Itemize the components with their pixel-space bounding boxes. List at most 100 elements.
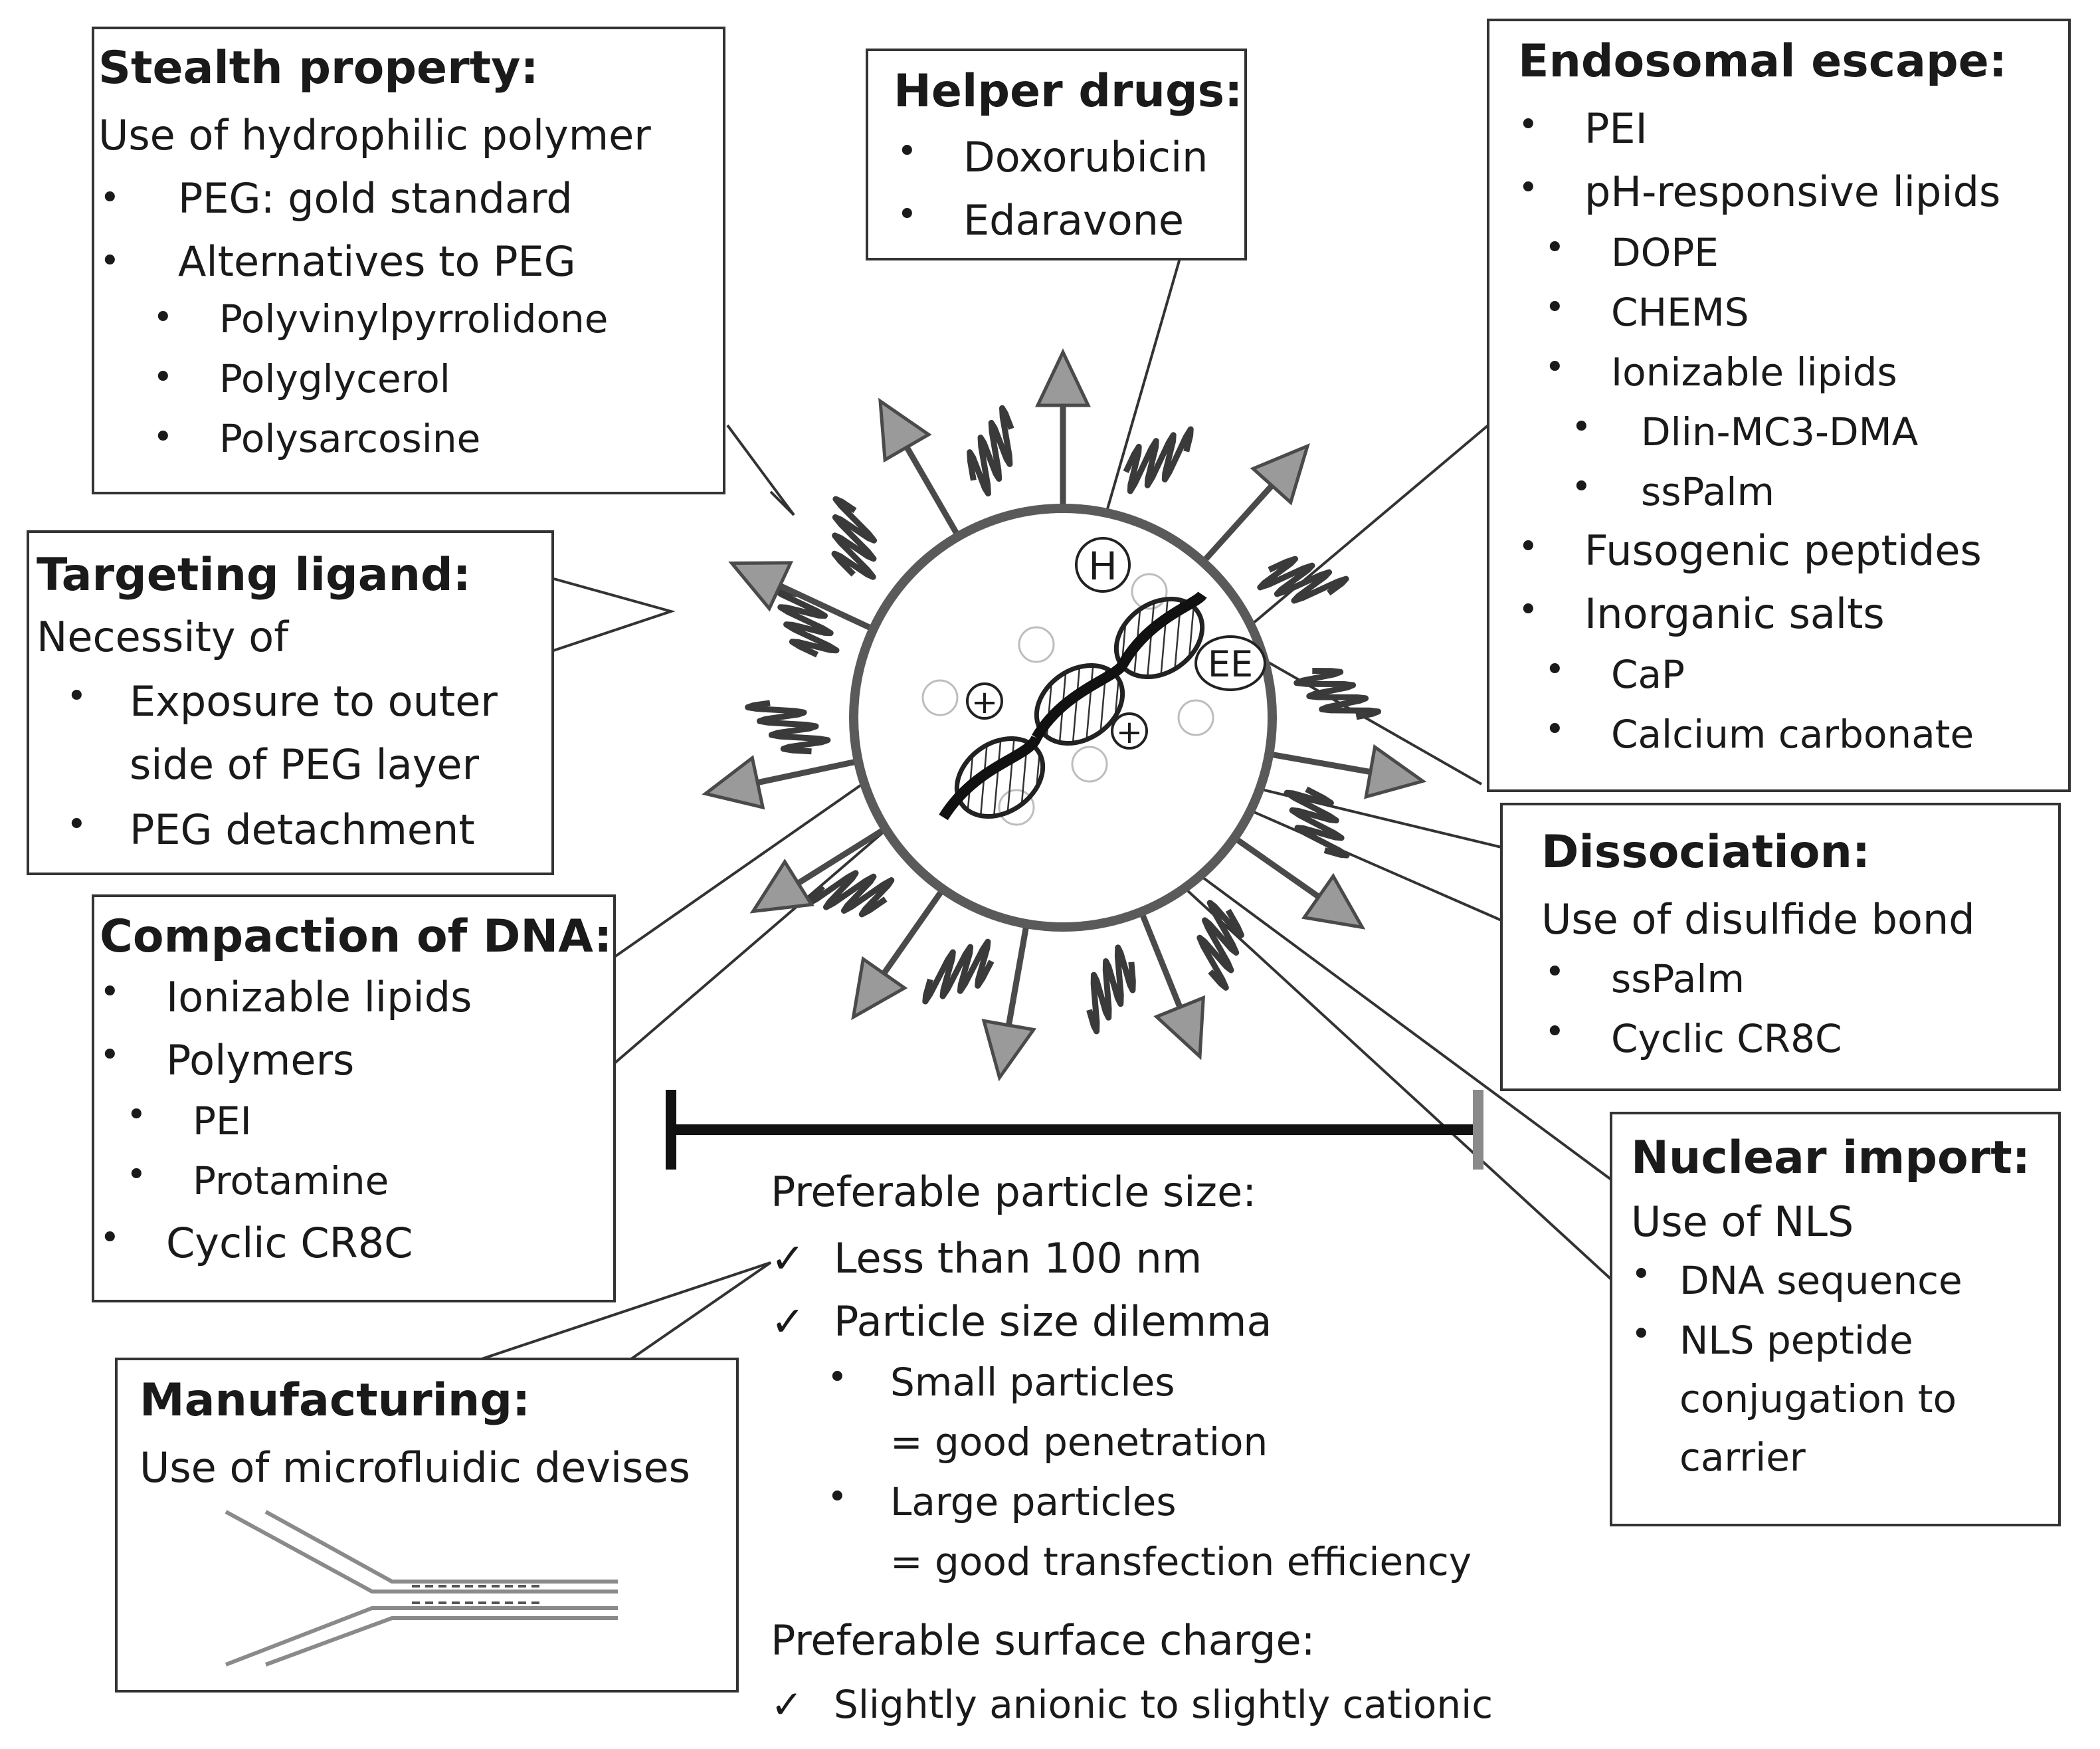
ligand-arrow	[878, 397, 965, 544]
nuclear-line1: Use of NLS	[1631, 1197, 1854, 1246]
svg-text:•: •	[100, 972, 120, 1012]
stealth-item-2: Alternatives to PEG	[178, 237, 576, 286]
size-small: Small particles	[890, 1360, 1175, 1405]
helper-drugs-box: Helper drugs: • Doxorubicin • Edaravone	[866, 49, 1247, 260]
size-small-eq: = good penetration	[890, 1419, 1268, 1465]
endosomal-item-9: Inorganic salts	[1584, 589, 1885, 638]
manufacturing-title: Manufacturing:	[140, 1374, 530, 1427]
nuclear-title: Nuclear import:	[1631, 1132, 2030, 1184]
nuclear-item-1: DNA sequence	[1679, 1258, 1962, 1303]
ligand-arrow	[1262, 744, 1427, 799]
ligand-arrow	[1035, 348, 1091, 515]
svg-text:•: •	[1518, 527, 1539, 567]
plus-charge-2: +	[1111, 712, 1148, 751]
svg-text:H: H	[1088, 544, 1117, 589]
svg-text:•: •	[1545, 228, 1565, 268]
dissociation-box: Dissociation: Use of disulfide bond • ss…	[1500, 803, 2061, 1091]
compaction-item-5: Cyclic CR8C	[166, 1219, 413, 1267]
peg-coil	[805, 870, 895, 918]
svg-text:•: •	[1631, 1314, 1652, 1354]
size-check-1: Less than 100 nm	[834, 1234, 1202, 1283]
svg-text:•: •	[1545, 1012, 1565, 1052]
helper-item-1: Doxorubicin	[963, 133, 1208, 181]
targeting-item-1b: side of PEG layer	[130, 740, 480, 789]
svg-text:•: •	[66, 805, 87, 845]
targeting-line1: Necessity of	[37, 613, 290, 661]
svg-text:•: •	[100, 1035, 120, 1075]
ligand-arrow	[1196, 443, 1310, 569]
size-scale-bar	[666, 1090, 1483, 1170]
lipid-nanoparticle: + + H EE	[702, 348, 1427, 1082]
endosomal-title: Endosomal escape:	[1518, 35, 2007, 88]
svg-text:•: •	[153, 358, 173, 397]
check-icon: ✓	[771, 1682, 803, 1727]
compaction-item-4: Protamine	[193, 1158, 389, 1203]
targeting-item-2: PEG detachment	[130, 805, 475, 854]
dissociation-item-2: Cyclic CR8C	[1611, 1016, 1842, 1061]
stealth-property-box: Stealth property: Use of hydrophilic pol…	[92, 27, 725, 494]
svg-text:•: •	[1545, 952, 1565, 992]
compaction-item-2: Polymers	[166, 1036, 354, 1084]
check-icon: ✓	[771, 1234, 805, 1283]
peg-coil	[967, 405, 1014, 497]
stealth-line1: Use of hydrophilic polymer	[98, 111, 651, 159]
ligand-arrow	[1227, 831, 1366, 930]
ligand-arrow	[702, 755, 866, 810]
compaction-dna-box: Compaction of DNA: • Ionizable lipids • …	[92, 894, 616, 1302]
stealth-item-1: PEG: gold standard	[178, 174, 573, 223]
svg-text:•: •	[126, 1155, 147, 1195]
endosomal-escape-box: Endosomal escape: • PEI • pH-responsive …	[1487, 19, 2071, 792]
svg-text:•: •	[1571, 467, 1592, 507]
svg-text:•: •	[897, 195, 917, 235]
svg-text:•: •	[100, 178, 120, 218]
stealth-subitem-1: Polyvinylpyrrolidone	[219, 296, 608, 342]
peg-coil	[1123, 426, 1194, 494]
dissociation-title: Dissociation:	[1541, 826, 1870, 878]
ligand-arrow	[749, 822, 893, 914]
svg-text:•: •	[126, 1095, 147, 1135]
svg-text:•: •	[100, 241, 120, 281]
ligand-arrow	[1136, 904, 1206, 1061]
helper-title: Helper drugs:	[894, 65, 1242, 118]
compaction-item-1: Ionizable lipids	[166, 973, 472, 1021]
stealth-title: Stealth property:	[98, 42, 539, 94]
svg-text:•: •	[1545, 650, 1565, 690]
svg-text:•: •	[1518, 168, 1539, 208]
targeting-ligand-box: Targeting ligand: Necessity of • Exposur…	[27, 530, 554, 875]
svg-text:•: •	[1631, 1255, 1652, 1294]
nuclear-import-box: Nuclear import: Use of NLS • DNA sequenc…	[1610, 1112, 2061, 1526]
endosomal-item-5: Ionizable lipids	[1611, 350, 1897, 395]
compaction-title: Compaction of DNA:	[100, 910, 612, 963]
endosomal-item-1: PEI	[1584, 104, 1648, 153]
ligand-arrow	[851, 882, 949, 1021]
ligand-arrow	[728, 561, 881, 635]
svg-text:•: •	[827, 1358, 848, 1397]
dna-helix	[939, 591, 1207, 821]
endosomal-item-6: Dlin-MC3-DMA	[1641, 409, 1919, 455]
size-large: Large particles	[890, 1479, 1177, 1524]
endosomal-item-3: DOPE	[1611, 230, 1719, 275]
svg-text:•: •	[1518, 105, 1539, 145]
targeting-ligand-arrows	[702, 348, 1427, 1082]
svg-text:EE: EE	[1208, 643, 1253, 685]
svg-text:•: •	[1571, 407, 1592, 447]
svg-text:•: •	[66, 676, 87, 716]
svg-text:•: •	[1545, 710, 1565, 750]
peg-coil	[831, 496, 877, 580]
endosomal-item-4: CHEMS	[1611, 290, 1749, 335]
peg-coil	[1284, 786, 1350, 859]
stealth-subitem-3: Polysarcosine	[219, 416, 480, 461]
peg-coil	[922, 938, 995, 1005]
charge-heading: Preferable surface charge:	[771, 1616, 1315, 1665]
endosomal-item-10: CaP	[1611, 652, 1685, 697]
endosomal-item-2: pH-responsive lipids	[1584, 167, 2000, 216]
endosomal-escape-marker: EE	[1194, 635, 1266, 691]
peg-coils	[745, 405, 1381, 1035]
endosomal-item-11: Calcium carbonate	[1611, 712, 1974, 757]
peg-coil	[1257, 556, 1349, 604]
svg-text:•: •	[153, 417, 173, 457]
svg-text:•: •	[827, 1477, 848, 1517]
stealth-subitem-2: Polyglycerol	[219, 356, 450, 401]
nuclear-item-2c: carrier	[1679, 1435, 1806, 1480]
